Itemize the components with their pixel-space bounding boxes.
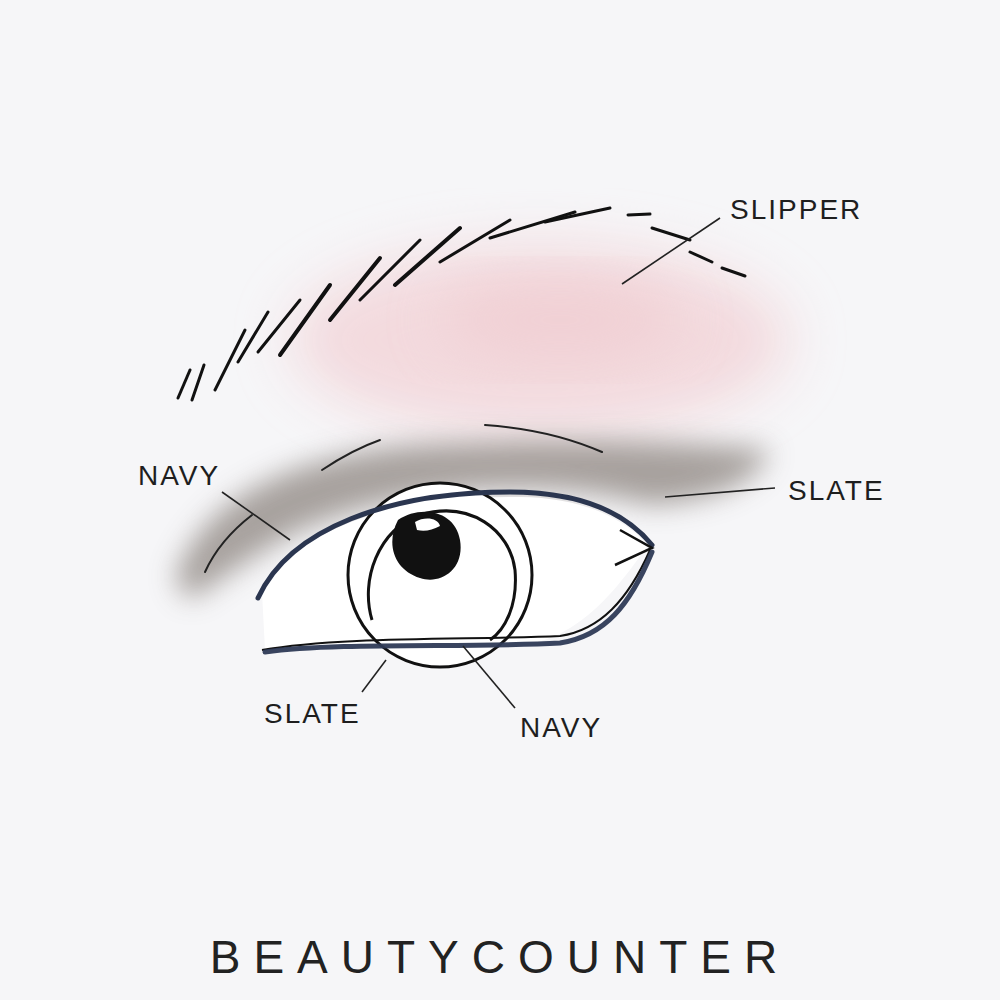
colour-label: NAVY [138,462,220,490]
colour-label: SLIPPER [730,196,862,224]
brand-watermark: BEAUTYCOUNTER [210,934,790,980]
colour-label: SLATE [264,700,361,728]
colour-label: SLATE [788,477,885,505]
colour-label: NAVY [520,714,602,742]
